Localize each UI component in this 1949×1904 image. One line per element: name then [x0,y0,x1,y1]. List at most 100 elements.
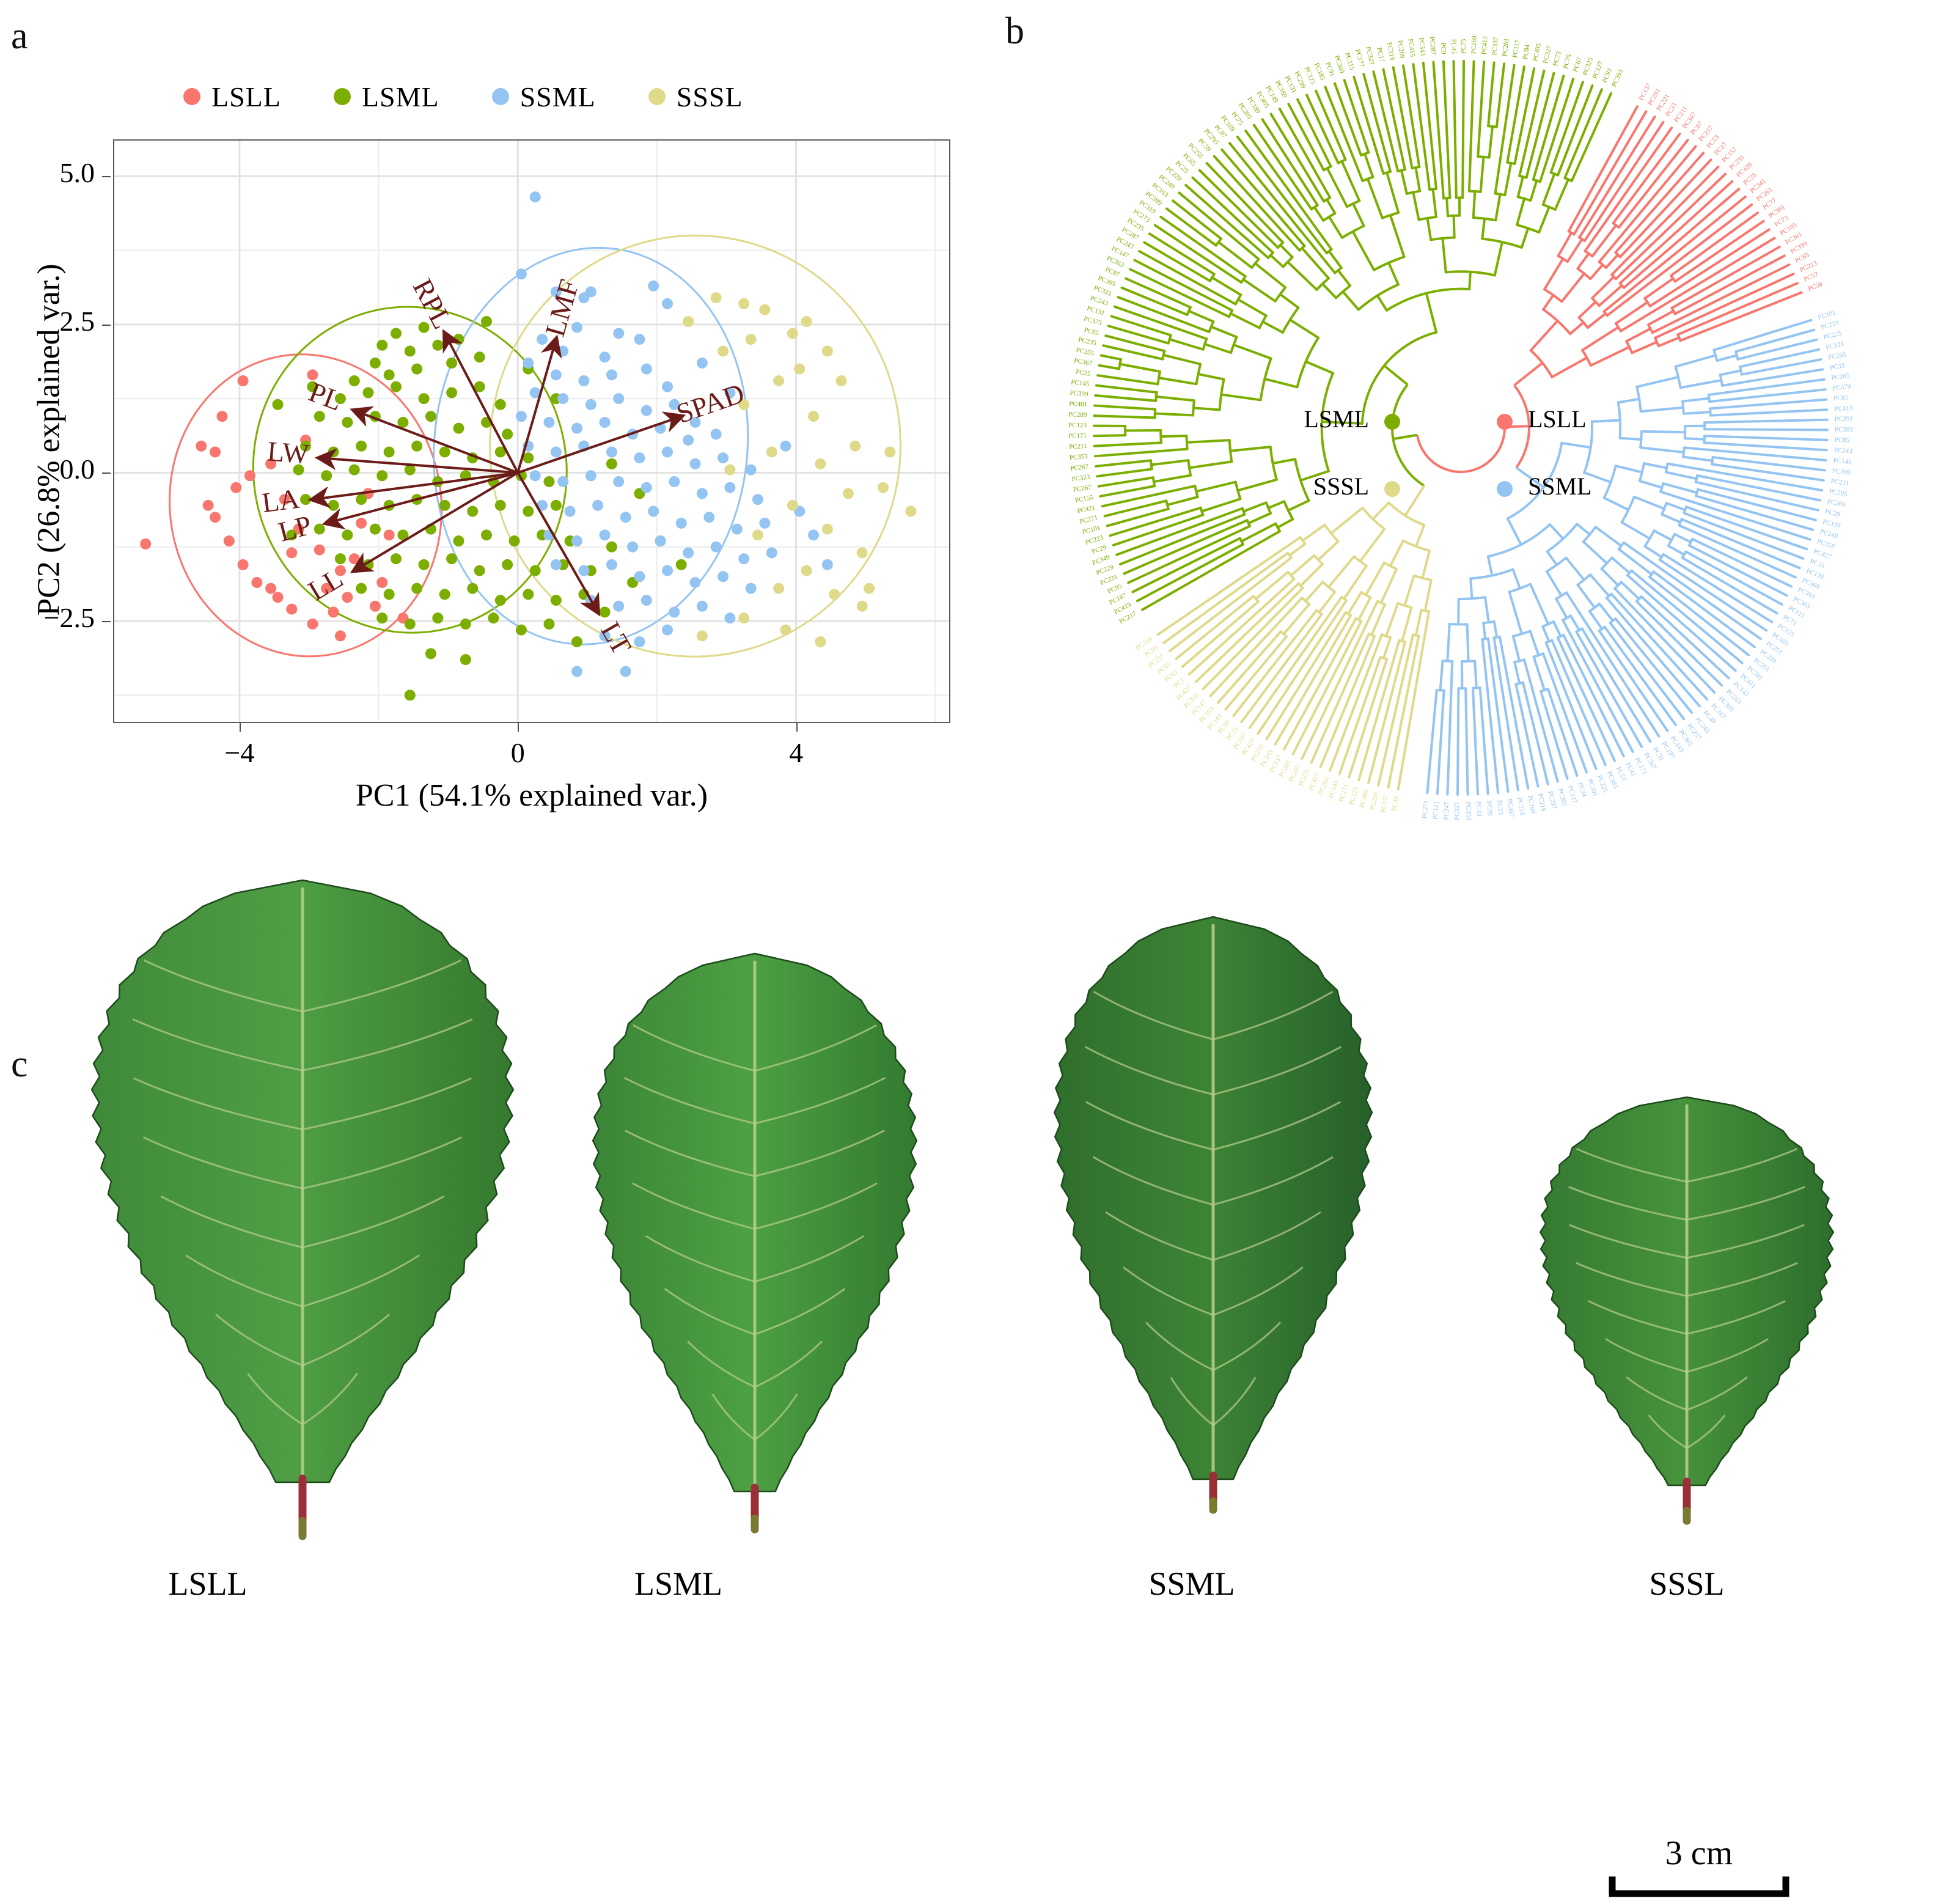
dendrogram-cluster-dot [1497,481,1513,497]
leaf-name-text: SSML [1148,1565,1235,1602]
dendrogram-tip-label: PC367 [1506,798,1516,818]
leaf-label-ssml: SSML [1051,1565,1332,1603]
dendrogram-tip-label: PC399 [1070,389,1088,399]
pca-x-tick-label: −4 [197,737,282,769]
dendrogram-tip-label: PC327 [1453,801,1461,820]
dendrogram-tip-label: PC353 [1069,453,1088,461]
dendrogram-cluster-label: LSLL [1528,405,1587,433]
dendrogram-tip-label: PC289 [1068,411,1087,419]
dendrogram-tip-label: PC271 [1079,514,1098,526]
dendrogram-tip-label: PC75 [1460,39,1467,54]
dendrogram-tip-label: PC121 [1432,801,1441,820]
dendrogram-tip-label: PC383 [1835,426,1854,433]
dendrogram-cluster-label: SSSL [1313,472,1369,500]
dendrogram-cluster-label: LSML [1304,405,1369,433]
legend-item-ssml[interactable]: SSML [492,81,596,113]
dendrogram-tip-label: PC33 [1809,557,1826,570]
pca-y-tick-mark [102,176,111,177]
legend-label-ssml: SSML [520,81,596,113]
dendrogram-tip-label: PC367 [1073,357,1093,367]
legend-item-sssl[interactable]: SSSL [648,81,743,113]
loading-label: LT [595,617,637,660]
dendrogram-tip-label: PC39 [1485,801,1494,817]
pca-x-tick-label: 0 [475,737,560,769]
dendrogram-tip-label: PC323 [1364,46,1376,65]
dendrogram-tip-label: PC235 [1077,336,1097,348]
pca-y-tick-mark [102,472,111,474]
pca-x-tick-mark [796,723,798,732]
legend-dot-lsll [183,88,200,105]
dendrogram-tip-label: PC157 [1379,793,1390,813]
dendrogram-tip-label: PC353 [1464,802,1472,821]
leaf-images-svg [0,856,1949,1647]
legend-item-lsll[interactable]: LSLL [183,81,281,113]
pca-y-axis-label: PC2 (26.8% explained var.) [31,134,67,746]
dendrogram-tip-label: PC261 [1501,38,1510,57]
dendrogram-tip-label: PC65 [1084,326,1100,337]
leaf-photo [92,880,513,1536]
dendrogram-tip-label: PC269 [1396,40,1406,59]
dendrogram-tip-label: PC33 [1829,362,1846,372]
dendrogram-tip-label: PC405 [1532,42,1543,62]
dendrogram-tip-label: PC269 [1827,498,1846,509]
dendrogram-tip-label: PC29 [1091,544,1107,556]
leaf-label-sssl: SSSL [1552,1565,1821,1603]
dendrogram-tip-label: PC323 [1071,473,1091,483]
dendrogram-tip-label: PC25 [1075,369,1091,378]
dendrogram-tip-label: PC199 [1822,518,1841,530]
dendrogram-tip-label: PC65 [1833,394,1849,402]
dendrogram-tip-label: PC45 [1450,39,1457,54]
dendrogram-tip-label: PC131 [1086,304,1106,317]
dendrogram-tip-label: PC169 [1526,795,1536,814]
legend-dot-ssml [492,88,509,105]
dendrogram-tip-label: PC125 [1348,786,1360,806]
legend-dot-sssl [648,88,666,105]
dendrogram-cluster-dot [1384,414,1400,430]
dendrogram-tip-label: PC299 [1369,791,1381,810]
dendrogram-tip-label: PC75 [1562,53,1574,70]
dendrogram-tip-label: PC243 [1834,447,1853,455]
panel-c-leaf-photos: c LSLL LSML SSML SSSL 3 cm [0,856,1949,1647]
dendrogram-tip-label: PC265 [1831,372,1851,382]
dendrogram-tip-label: PC177 [1354,48,1366,68]
dendrogram-tip-label: PC267 [1073,483,1092,494]
leaf-label-lsll: LSLL [37,1565,379,1603]
panel-c-letter: c [11,1045,28,1083]
dendrogram-tip-label: PC101 [1817,309,1837,321]
dendrogram-tip-label: PC59 [1807,281,1824,293]
panel-a-letter: a [11,17,28,55]
dendrogram-tip-label: PC121 [1825,340,1844,351]
dendrogram-tip-label: PC85 [1834,436,1849,444]
legend-label-lsll: LSLL [211,81,281,113]
dendrogram-tip-label: PC211 [1830,477,1849,487]
legend-dot-lsml [334,88,351,105]
pca-x-tick-mark [518,723,519,732]
dendrogram-tip-label: PC17 [1375,46,1386,63]
dendrogram-tip-label: PC84 [1522,44,1532,61]
dendrogram-tip-label: PC145 [1071,378,1090,388]
pca-x-tick-label: 4 [754,737,839,769]
dendrogram-tip-label: PC171 [1337,783,1350,803]
dendrogram-tip-label: PC73 [1552,50,1563,67]
dendrogram-tip-label: PC297 [1546,790,1558,810]
dendrogram-tip-label: PC305 [1557,787,1569,807]
legend-item-lsml[interactable]: LSML [334,81,439,113]
dendrogram-tip-label: PC267 [1070,463,1090,472]
dendrogram-tip-label: PC115 [1343,51,1356,71]
dendrogram-tip-label: PC115 [1516,796,1526,816]
scale-bar: 3 cm [1607,1834,1791,1904]
dendrogram-tip-label: PC373 [1083,315,1103,327]
pca-x-tick-mark [240,723,241,732]
loading-label: LW [266,435,310,469]
dendrogram-tip-label: PC149 [1833,457,1852,466]
dendrogram-tip-label: PC171 [1068,432,1087,440]
dendrogram-tip-label: PC23 [1496,799,1504,815]
dendrogram-tip-label: PC101 [1082,524,1101,536]
dendrogram-tip-label: PC127 [1566,785,1579,805]
dendrogram-tip-label: PC265 [1827,351,1847,361]
leaf-photo [1540,1097,1833,1521]
